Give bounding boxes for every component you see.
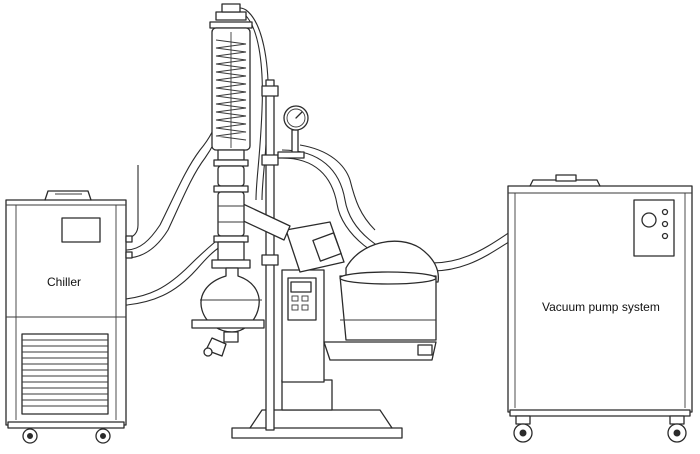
chiller-display-panel (61, 217, 101, 243)
vacuum-pump-system-label: Vacuum pump system (542, 300, 660, 314)
evaporator-base (231, 427, 403, 439)
rotary-evaporator (219, 79, 440, 439)
flask-clamp (191, 319, 265, 329)
vacuum-pump-unit: Vacuum pump system (507, 174, 693, 443)
control-display (290, 281, 312, 293)
chiller-vent-grille (21, 333, 109, 415)
pump-control-panel (633, 199, 675, 257)
evaporating-flask (345, 240, 440, 283)
connector-glass (217, 191, 245, 237)
chiller-unit: Chiller (5, 190, 133, 444)
condenser-assembly (191, 3, 265, 357)
pump-gauge-icon (641, 212, 657, 228)
bath-platform (323, 341, 437, 361)
pressure-gauge (277, 105, 309, 159)
heating-bath (339, 275, 437, 341)
chiller-label: Chiller (47, 275, 81, 289)
